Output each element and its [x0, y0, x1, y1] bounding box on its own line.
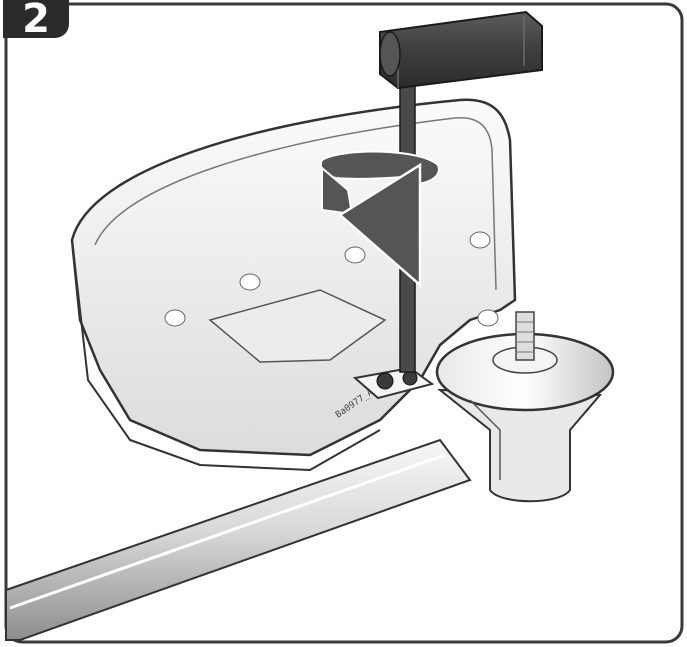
motor-head: [435, 311, 615, 503]
trimmer-shaft: [5, 438, 472, 641]
rotate-clockwise-arrow-icon: [319, 150, 440, 288]
step-number-badge: 2: [3, 0, 69, 39]
spindle-bolt: [515, 311, 535, 361]
screw-icon: [402, 370, 418, 386]
hex-key-handle: [379, 10, 543, 90]
